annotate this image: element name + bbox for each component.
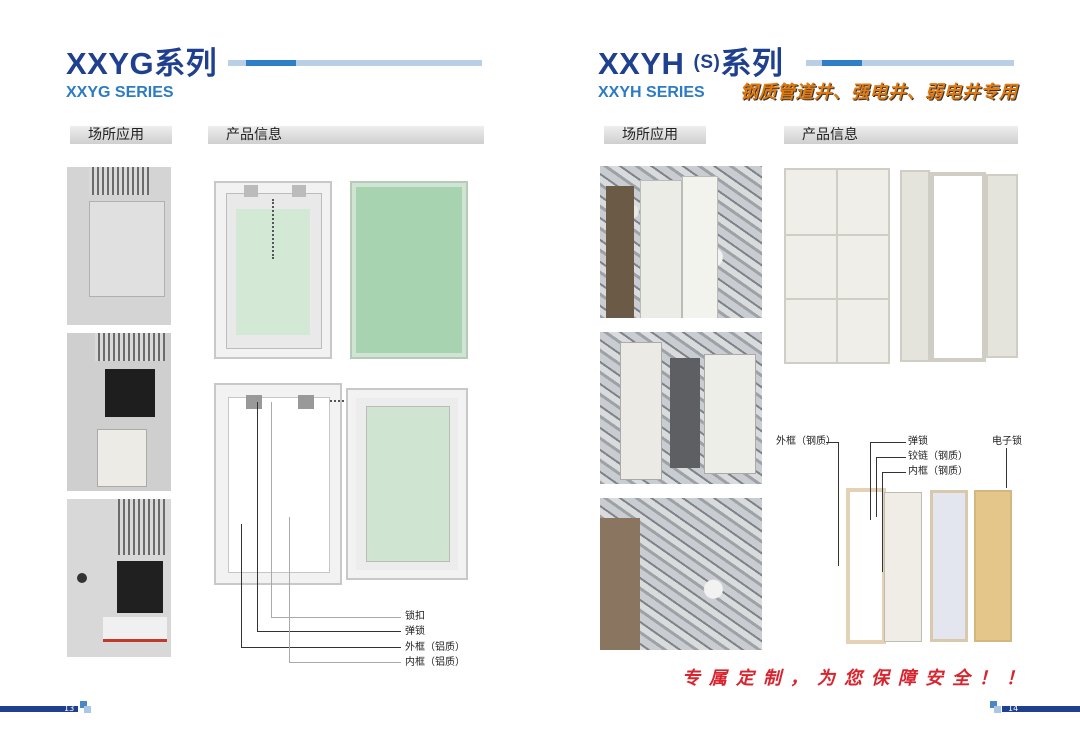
callout-line (271, 402, 272, 617)
tab-product-right: 产品信息 (780, 126, 1018, 144)
footer-bar-right (1002, 706, 1080, 712)
tab-label: 产品信息 (226, 127, 282, 143)
door-drawing-front (350, 181, 468, 359)
exploded-inner-frame (930, 490, 968, 642)
title-bar-accent (246, 60, 296, 66)
label-spring-lock: 弹锁 (405, 626, 425, 637)
label-latch: 锁扣 (405, 611, 425, 622)
label-inner-frame: 内框（铝质） (405, 657, 465, 668)
slogan: 专属定制，为您保障安全！！ (682, 668, 1033, 689)
page-number-left: 13 (64, 704, 75, 713)
title-main: XXYH (598, 46, 694, 81)
left-subtitle: XXYG SERIES (66, 84, 174, 101)
callout-line (289, 517, 290, 662)
site-photo-shaft-1 (600, 166, 762, 318)
tab-product-left: 产品信息 (204, 126, 484, 144)
tagline: 钢质管道井、强电井、弱电井专用 (740, 82, 1018, 103)
callout-line (870, 442, 906, 443)
callout-line (1006, 448, 1007, 488)
label-spring-lock-right: 弹锁 (908, 436, 928, 447)
callout-line (241, 524, 242, 647)
title-paren: (S) (693, 52, 721, 73)
site-photo-ceiling-1 (67, 167, 171, 325)
tab-label: 场所应用 (622, 127, 678, 143)
callout-line (271, 617, 401, 618)
left-title: XXYG系列 (66, 46, 218, 81)
callout-line (882, 472, 906, 473)
callout-line (882, 472, 883, 572)
footer-square (84, 706, 91, 713)
right-subtitle: XXYH SERIES (598, 84, 705, 101)
label-electronic-lock: 电子锁 (992, 436, 1022, 447)
tab-application-right: 场所应用 (600, 126, 706, 144)
title-bar-accent (822, 60, 862, 66)
tab-label: 场所应用 (88, 127, 144, 143)
steel-door-leaf-left (900, 170, 930, 362)
site-photo-shaft-3 (600, 498, 762, 650)
site-photo-ceiling-2 (67, 333, 171, 491)
callout-line (876, 457, 877, 517)
label-outer-frame-steel: 外框（钢质） (776, 436, 836, 447)
exploded-cover (974, 490, 1012, 642)
callout-line (289, 662, 401, 663)
site-photo-shaft-2 (600, 332, 762, 484)
callout-line (870, 442, 871, 520)
door-panel-open (346, 388, 468, 580)
label-outer-frame: 外框（铝质） (405, 642, 465, 653)
tab-label: 产品信息 (802, 127, 858, 143)
label-hinge-steel: 铰链（钢质） (908, 451, 968, 462)
exploded-outer-frame (846, 488, 886, 644)
steel-door-leaf-right (986, 174, 1018, 358)
callout-line (241, 647, 401, 648)
right-title: XXYH (S)系列 (598, 48, 783, 79)
door-drawing-back (214, 181, 332, 359)
label-inner-frame-steel: 内框（钢质） (908, 466, 968, 477)
title-bar (806, 60, 1014, 66)
callout-line (257, 631, 401, 632)
footer-bar-left (0, 706, 78, 712)
footer-square (80, 701, 87, 708)
callout-line (257, 402, 258, 631)
steel-door-frame (930, 172, 986, 362)
exploded-leaf (884, 492, 922, 642)
door-frame-open (214, 383, 342, 585)
title-tail: 系列 (720, 46, 784, 81)
title-bar (228, 60, 482, 66)
tab-application-left: 场所应用 (66, 126, 172, 144)
callout-line (876, 457, 906, 458)
page-number-right: 14 (1008, 704, 1019, 713)
footer-square (994, 706, 1001, 713)
callout-line (838, 442, 839, 566)
footer-square (990, 701, 997, 708)
site-photo-ceiling-3 (67, 499, 171, 657)
callout-line (826, 442, 838, 443)
steel-door-closed (784, 168, 890, 364)
